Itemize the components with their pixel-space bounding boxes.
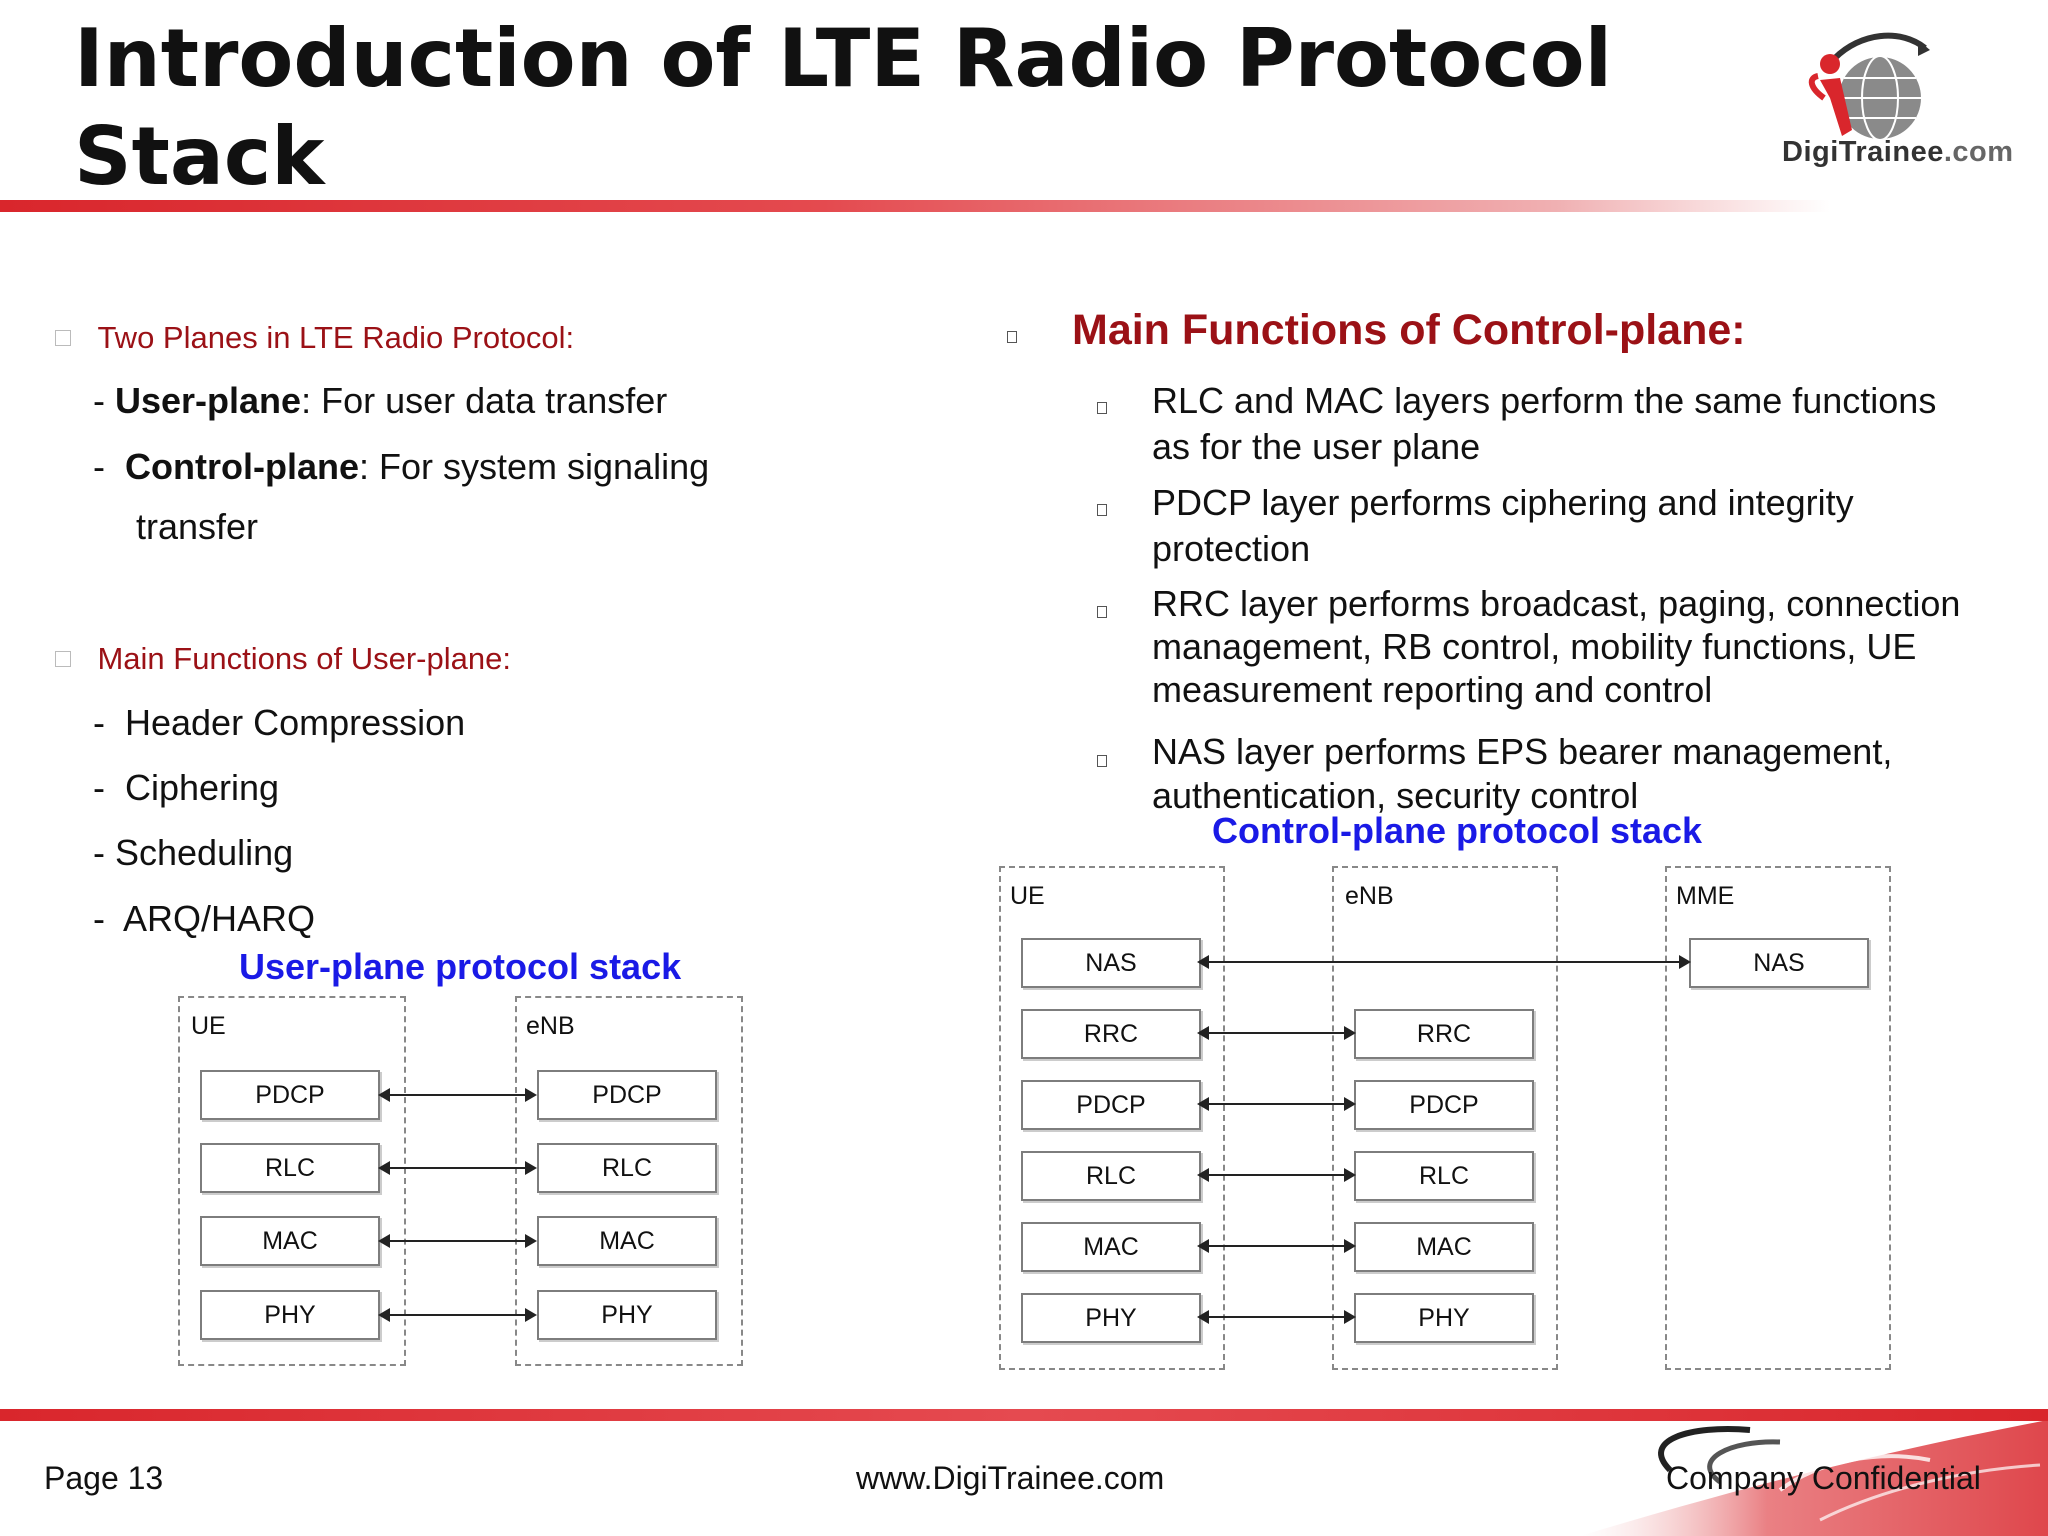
enb-layer-mac: MAC (537, 1216, 717, 1266)
bullet-icon (55, 651, 71, 667)
mme-label: MME (1676, 882, 1735, 910)
enb-layer-mac: MAC (1354, 1222, 1534, 1272)
title-line-1: Introduction of LTE Radio Protocol (74, 12, 1613, 105)
phy-peer-arrow (1197, 1310, 1356, 1324)
enb-column (1332, 866, 1558, 1370)
enb-layer-phy: PHY (537, 1290, 717, 1340)
control-function-item: NAS layer performs EPS bearer management… (1152, 731, 1893, 816)
ue-layer-rrc: RRC (1021, 1009, 1201, 1059)
control-plane-line: - Control-plane: For system signaling (93, 446, 710, 487)
control-plane-functions-heading: Main Functions of Control-plane: (1072, 306, 1746, 354)
function-item: - Scheduling (93, 832, 294, 873)
control-function-item: PDCP layer performs ciphering and integr… (1152, 482, 1854, 569)
page-title: Introduction of LTE Radio Protocol Stack (74, 10, 1754, 206)
enb-layer-pdcp: PDCP (537, 1070, 717, 1120)
ue-column (178, 996, 406, 1366)
footer-website: www.DigiTrainee.com (856, 1460, 1165, 1496)
function-item: - Header Compression (93, 702, 466, 743)
pdcp-peer-arrow (1197, 1097, 1356, 1111)
control-plane-diagram-title: Control-plane protocol stack (1212, 810, 1703, 851)
rlc-peer-arrow (378, 1161, 537, 1175)
ue-layer-pdcp: PDCP (200, 1070, 380, 1120)
enb-layer-rrc: RRC (1354, 1009, 1534, 1059)
ue-label: UE (191, 1012, 226, 1040)
enb-label: eNB (1345, 882, 1394, 910)
ue-layer-mac: MAC (1021, 1222, 1201, 1272)
mme-layer-nas: NAS (1689, 938, 1869, 988)
logo-text: DigiTrainee.com (1782, 136, 2014, 168)
rlc-peer-arrow (1197, 1168, 1356, 1182)
ue-column (999, 866, 1225, 1370)
enb-layer-rlc: RLC (1354, 1151, 1534, 1201)
enb-layer-pdcp: PDCP (1354, 1080, 1534, 1130)
footer-confidential: Company Confidential (1666, 1460, 1981, 1496)
mac-peer-arrow (1197, 1239, 1356, 1253)
ue-layer-rlc: RLC (200, 1143, 380, 1193)
enb-layer-phy: PHY (1354, 1293, 1534, 1343)
bullet-icon (1097, 755, 1107, 767)
ue-layer-phy: PHY (1021, 1293, 1201, 1343)
footer-divider (0, 1409, 2048, 1421)
ue-layer-nas: NAS (1021, 938, 1201, 988)
page-number: Page 13 (44, 1460, 164, 1496)
ue-label: UE (1010, 882, 1045, 910)
function-item: - ARQ/HARQ (93, 898, 316, 939)
ue-layer-mac: MAC (200, 1216, 380, 1266)
logo-globe-icon (1808, 32, 1930, 141)
bullet-icon (1097, 504, 1107, 516)
user-plane-diagram-title: User-plane protocol stack (239, 946, 682, 987)
functions-heading-row: Main Functions of User-plane: (55, 641, 511, 677)
bullet-icon (55, 330, 71, 346)
function-item: - Ciphering (93, 767, 280, 808)
nas-peer-arrow (1197, 955, 1691, 969)
bullet-icon (1007, 331, 1017, 343)
mac-peer-arrow (378, 1234, 537, 1248)
control-function-item: RRC layer performs broadcast, paging, co… (1152, 583, 1961, 710)
title-divider (0, 200, 1830, 212)
enb-label: eNB (526, 1012, 575, 1040)
planes-heading: Two Planes in LTE Radio Protocol: (97, 320, 575, 355)
user-plane-functions-heading: Main Functions of User-plane: (97, 641, 511, 676)
control-function-item: RLC and MAC layers perform the same func… (1152, 380, 1937, 467)
ue-layer-rlc: RLC (1021, 1151, 1201, 1201)
enb-layer-rlc: RLC (537, 1143, 717, 1193)
footer-swoosh-decoration (1580, 1420, 2048, 1536)
bullet-icon (1097, 606, 1107, 618)
mme-column (1665, 866, 1891, 1370)
phy-peer-arrow (378, 1308, 537, 1322)
user-plane-line: - User-plane: For user data transfer (93, 380, 668, 421)
pdcp-peer-arrow (378, 1088, 537, 1102)
control-plane-line-cont: transfer (136, 506, 259, 547)
planes-heading-row: Two Planes in LTE Radio Protocol: (55, 320, 574, 356)
bullet-icon (1097, 402, 1107, 414)
ue-layer-pdcp: PDCP (1021, 1080, 1201, 1130)
rrc-peer-arrow (1197, 1026, 1356, 1040)
ue-layer-phy: PHY (200, 1290, 380, 1340)
enb-column (515, 996, 743, 1366)
title-line-2: Stack (74, 110, 325, 203)
